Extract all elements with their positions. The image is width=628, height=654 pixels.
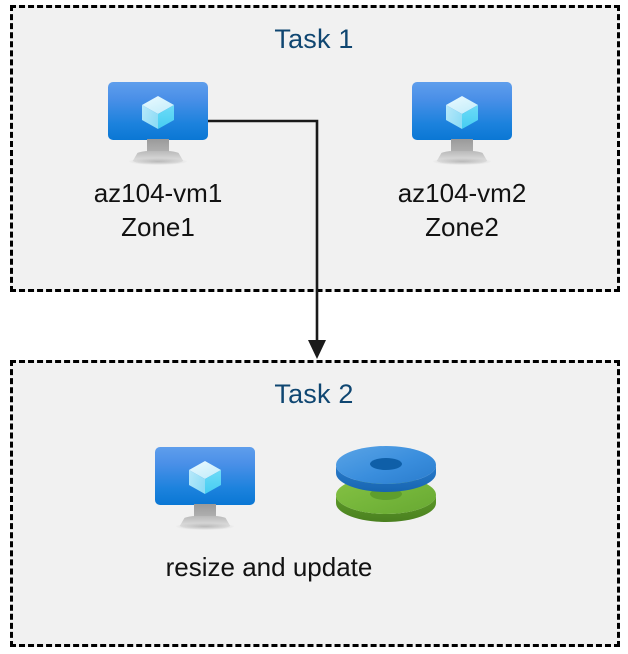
monitor-base-shadow — [433, 158, 491, 165]
task-2-title: Task 2 — [274, 379, 354, 409]
cube-glyph — [185, 457, 225, 497]
virtual-machine-icon — [155, 447, 255, 530]
cube-svg — [189, 461, 221, 494]
vm2-caption: az104-vm2 Zone2 — [397, 178, 527, 243]
cube-glyph — [442, 92, 482, 132]
cube-glyph — [138, 92, 178, 132]
cube-svg — [446, 96, 478, 129]
monitor-base-shadow — [129, 158, 187, 165]
virtual-machine-icon — [108, 82, 208, 165]
monitor-neck — [451, 139, 473, 154]
monitor-neck — [194, 504, 216, 519]
virtual-machine-icon — [412, 82, 512, 165]
disk-blue — [336, 446, 436, 492]
task-2-container — [10, 360, 620, 647]
vm1-caption: az104-vm1 Zone1 — [93, 178, 223, 243]
connector-arrowhead-icon — [308, 340, 326, 359]
task-2-caption: resize and update — [165, 552, 373, 582]
monitor-base-shadow — [176, 523, 234, 530]
monitor-neck — [147, 139, 169, 154]
task-1-title: Task 1 — [274, 24, 354, 54]
disks-icon — [334, 443, 438, 527]
cube-svg — [142, 96, 174, 129]
disks-svg — [336, 446, 436, 522]
